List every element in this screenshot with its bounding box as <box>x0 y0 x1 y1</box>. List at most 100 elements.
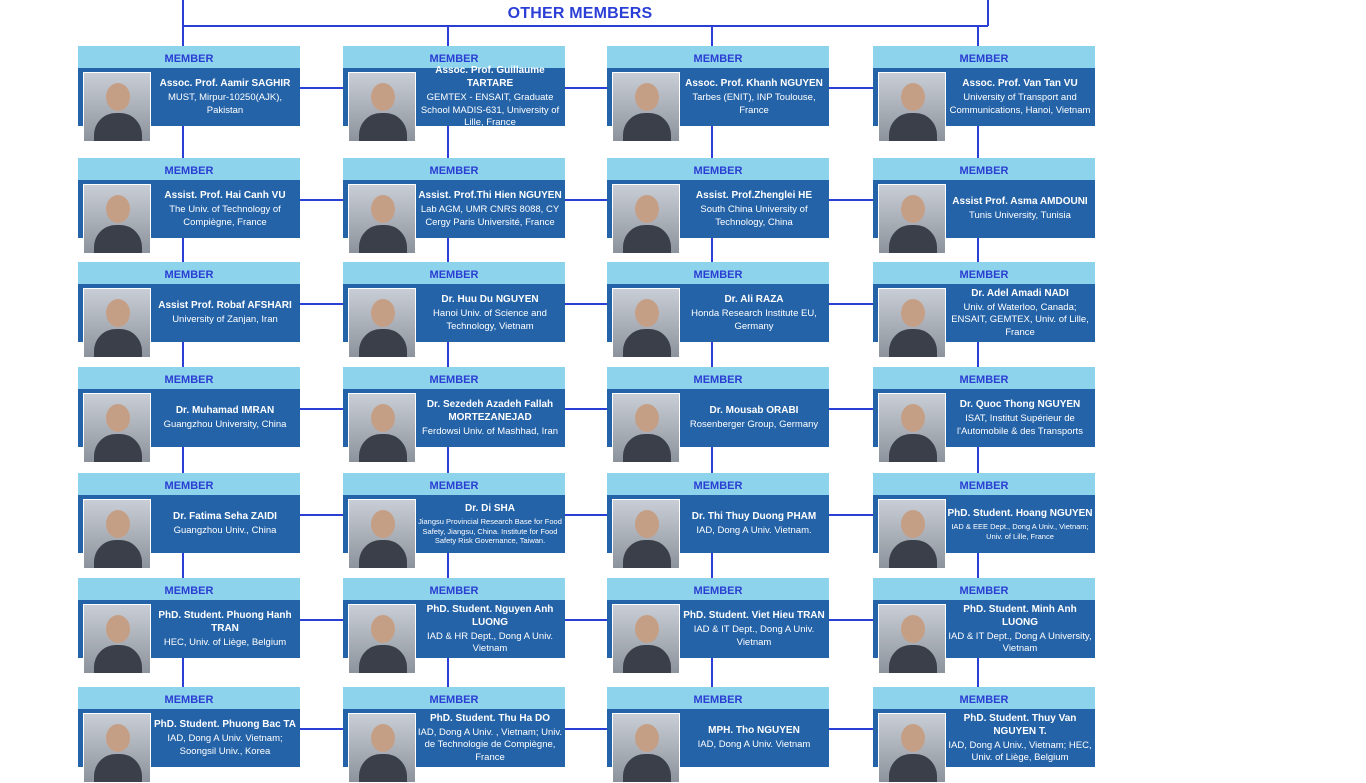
member-card-body <box>343 495 565 569</box>
member-name: Dr. Fatima Seha ZAIDI <box>173 511 277 523</box>
member-label: MEMBER <box>343 46 565 70</box>
member-label: MEMBER <box>607 578 829 602</box>
photo-torso-shape <box>94 434 142 462</box>
member-card: MEMBER PhD. Student. Hoang NGUYEN IAD & EE… <box>873 473 1095 569</box>
member-photo <box>348 288 416 358</box>
photo-head-shape <box>901 195 925 223</box>
member-affiliation: South China University of Technology, Ch… <box>700 204 808 228</box>
member-card-body <box>607 68 829 142</box>
member-photo <box>83 288 151 358</box>
member-photo <box>83 499 151 569</box>
member-label: MEMBER <box>607 687 829 711</box>
member-photo <box>878 499 946 569</box>
photo-head-shape <box>371 404 395 432</box>
photo-torso-shape <box>359 754 407 782</box>
member-name: Assoc. Prof. Guillaume TARTARE <box>435 65 545 90</box>
member-label: MEMBER <box>343 687 565 711</box>
photo-torso-shape <box>623 754 671 782</box>
member-text: Dr. Fatima Seha ZAIDI Guangzhou Univ., Ch… <box>152 495 298 553</box>
member-photo <box>348 184 416 254</box>
member-name: Assoc. Prof. Van Tan VU <box>962 78 1078 89</box>
member-affiliation: Jiangsu Provincial Research Base for Foo… <box>418 517 562 546</box>
member-card-body <box>873 284 1095 358</box>
photo-head-shape <box>106 299 130 327</box>
photo-torso-shape <box>359 540 407 568</box>
member-label: MEMBER <box>873 367 1095 391</box>
member-name: PhD. Student. Thu Ha DO <box>430 712 550 724</box>
member-affiliation: Guangzhou Univ., China <box>173 525 277 537</box>
member-name: Dr. Quoc Thong NGUYEN <box>959 399 1081 410</box>
photo-torso-shape <box>359 113 407 141</box>
member-photo <box>348 713 416 783</box>
member-photo <box>612 184 680 254</box>
member-affiliation: IAD & EEE Dept., Dong A Univ., Vietnam; … <box>951 522 1089 541</box>
member-affiliation: GEMTEX - ENSAIT, Graduate School MADIS-6… <box>420 92 560 129</box>
member-label: MEMBER <box>78 473 300 497</box>
member-label: MEMBER <box>873 687 1095 711</box>
member-photo <box>348 393 416 463</box>
photo-torso-shape <box>94 329 142 357</box>
member-affiliation: Lab AGM, UMR CNRS 8088, CY Cergy Paris U… <box>420 204 560 228</box>
member-card: MEMBER Dr. Fatima Seha ZAIDI Guangzhou Uni… <box>78 473 300 569</box>
member-name: PhD. Student. Viet Hieu TRAN <box>683 610 825 621</box>
photo-torso-shape <box>889 540 937 568</box>
photo-head-shape <box>635 510 659 538</box>
member-name: Assist. Prof.Zhenglei HE <box>695 190 813 201</box>
member-photo <box>612 604 680 674</box>
member-label: MEMBER <box>78 578 300 602</box>
photo-torso-shape <box>623 113 671 141</box>
photo-head-shape <box>901 615 925 643</box>
photo-torso-shape <box>94 540 142 568</box>
photo-torso-shape <box>359 434 407 462</box>
member-name: PhD. Student. Nguyen Anh LUONG <box>426 603 554 628</box>
member-photo <box>878 288 946 358</box>
member-name: Assoc. Prof. Aamir SAGHIR <box>159 78 291 89</box>
member-label: MEMBER <box>873 473 1095 497</box>
member-card-body <box>873 68 1095 142</box>
member-card-body <box>607 495 829 569</box>
member-label: MEMBER <box>873 46 1095 70</box>
member-label: MEMBER <box>873 578 1095 602</box>
member-affiliation: University of Transport and Communicatio… <box>949 92 1091 116</box>
member-name: Assist Prof. Robaf AFSHARI <box>158 300 292 312</box>
member-label: MEMBER <box>343 367 565 391</box>
member-label: MEMBER <box>343 578 565 602</box>
member-photo <box>348 604 416 674</box>
member-affiliation: HEC, Univ. of Liège, Belgium <box>163 636 287 648</box>
member-label: MEMBER <box>78 158 300 182</box>
photo-torso-shape <box>623 225 671 253</box>
member-photo <box>83 713 151 783</box>
photo-torso-shape <box>94 113 142 141</box>
member-text: Assoc. Prof. Van Tan VU University of Tra… <box>947 68 1093 126</box>
member-text: Assist Prof. Robaf AFSHARI University of … <box>152 284 298 342</box>
photo-head-shape <box>901 404 925 432</box>
member-card-body <box>343 284 565 358</box>
member-name: PhD. Student. Hoang NGUYEN <box>947 508 1093 519</box>
photo-head-shape <box>371 510 395 538</box>
member-affiliation: University of Zanjan, Iran <box>172 314 278 326</box>
member-name: Dr. Muhamad IMRAN <box>175 405 275 417</box>
photo-head-shape <box>371 615 395 643</box>
member-name: Dr. Di SHA <box>464 503 515 515</box>
photo-head-shape <box>901 299 925 327</box>
member-affiliation: Rosenberger Group, Germany <box>689 419 819 431</box>
member-label: MEMBER <box>607 46 829 70</box>
member-label: MEMBER <box>78 367 300 391</box>
